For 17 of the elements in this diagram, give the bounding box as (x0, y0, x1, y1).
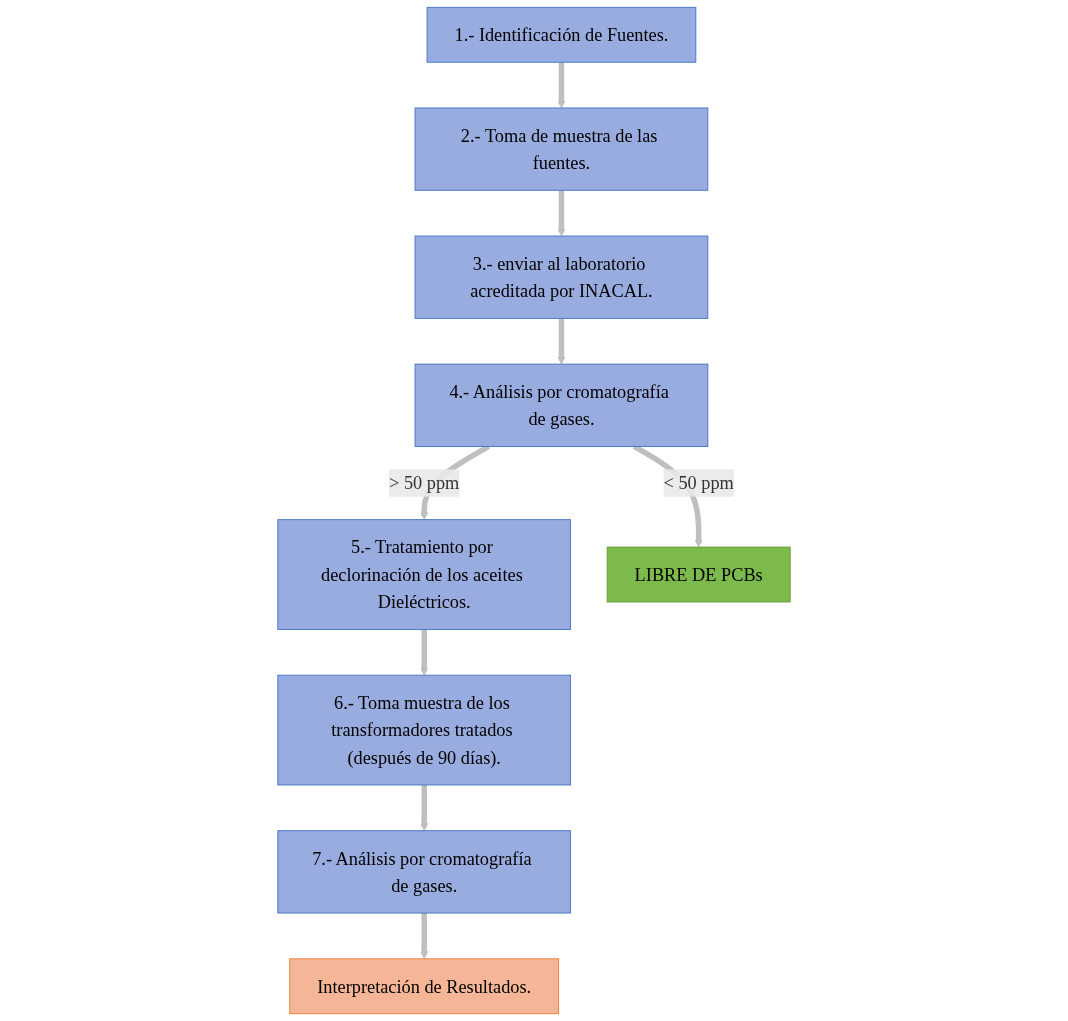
node-box: 4.- Análisis por cromatografía de gases. (414, 363, 709, 447)
arrow (420, 629, 429, 676)
arrow (557, 318, 566, 365)
node-box: 6.- Toma muestra de los transformadores tratados (después de 90 días). (277, 674, 572, 786)
node-box: 7.- Análisis por cromatografía de gases. (277, 830, 572, 914)
edge-label: > 50 ppm (389, 472, 460, 494)
node-box: 3.- enviar al laboratorio acreditada por INACAL. (414, 235, 709, 319)
arrow (557, 62, 566, 109)
node-box: 1.- Identificación de Fuentes. (426, 6, 697, 63)
node-box: LIBRE DE PCBs (606, 546, 791, 603)
arrow (420, 913, 429, 960)
node-box: 5.- Tratamiento por declorinación de los aceites Dieléctricos. (277, 519, 572, 630)
edge-label: < 50 ppm (663, 472, 734, 494)
arrow (420, 784, 429, 832)
node-box: Interpretación de Resultados. (289, 958, 560, 1015)
node-box: 2.- Toma de muestra de las fuentes. (414, 107, 709, 191)
arrow (557, 190, 566, 237)
